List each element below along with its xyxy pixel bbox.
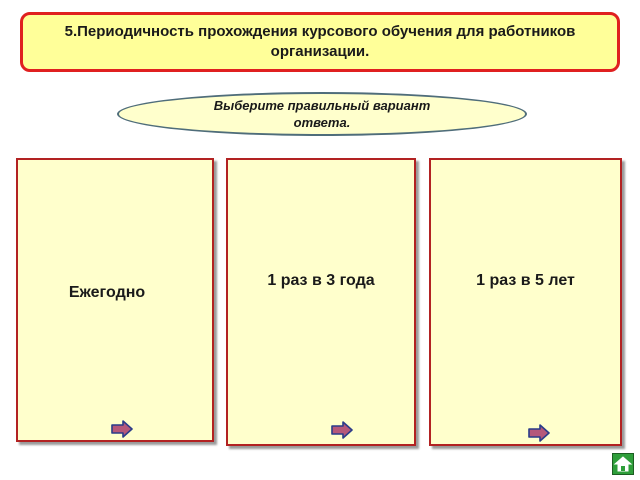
arrow-right-icon[interactable] <box>331 421 353 439</box>
arrow-right-icon[interactable] <box>528 424 550 442</box>
instruction-ellipse: Выберите правильный вариант ответа. <box>117 92 527 136</box>
answer-option-3-label: 1 раз в 5 лет <box>476 272 575 289</box>
answer-option-2-label: 1 раз в 3 года <box>267 272 375 289</box>
home-icon <box>613 456 633 472</box>
instruction-text: Выберите правильный вариант ответа. <box>213 98 431 130</box>
home-button[interactable] <box>612 453 634 475</box>
answer-option-2[interactable]: 1 раз в 3 года <box>226 158 416 446</box>
question-title: 5.Периодичность прохождения курсового об… <box>64 23 576 60</box>
question-title-box: 5.Периодичность прохождения курсового об… <box>20 12 620 72</box>
answer-option-1[interactable]: Ежегодно <box>16 158 214 442</box>
answer-option-3[interactable]: 1 раз в 5 лет <box>429 158 622 446</box>
arrow-right-icon[interactable] <box>111 420 133 438</box>
answer-option-1-label: Ежегодно <box>68 284 146 301</box>
